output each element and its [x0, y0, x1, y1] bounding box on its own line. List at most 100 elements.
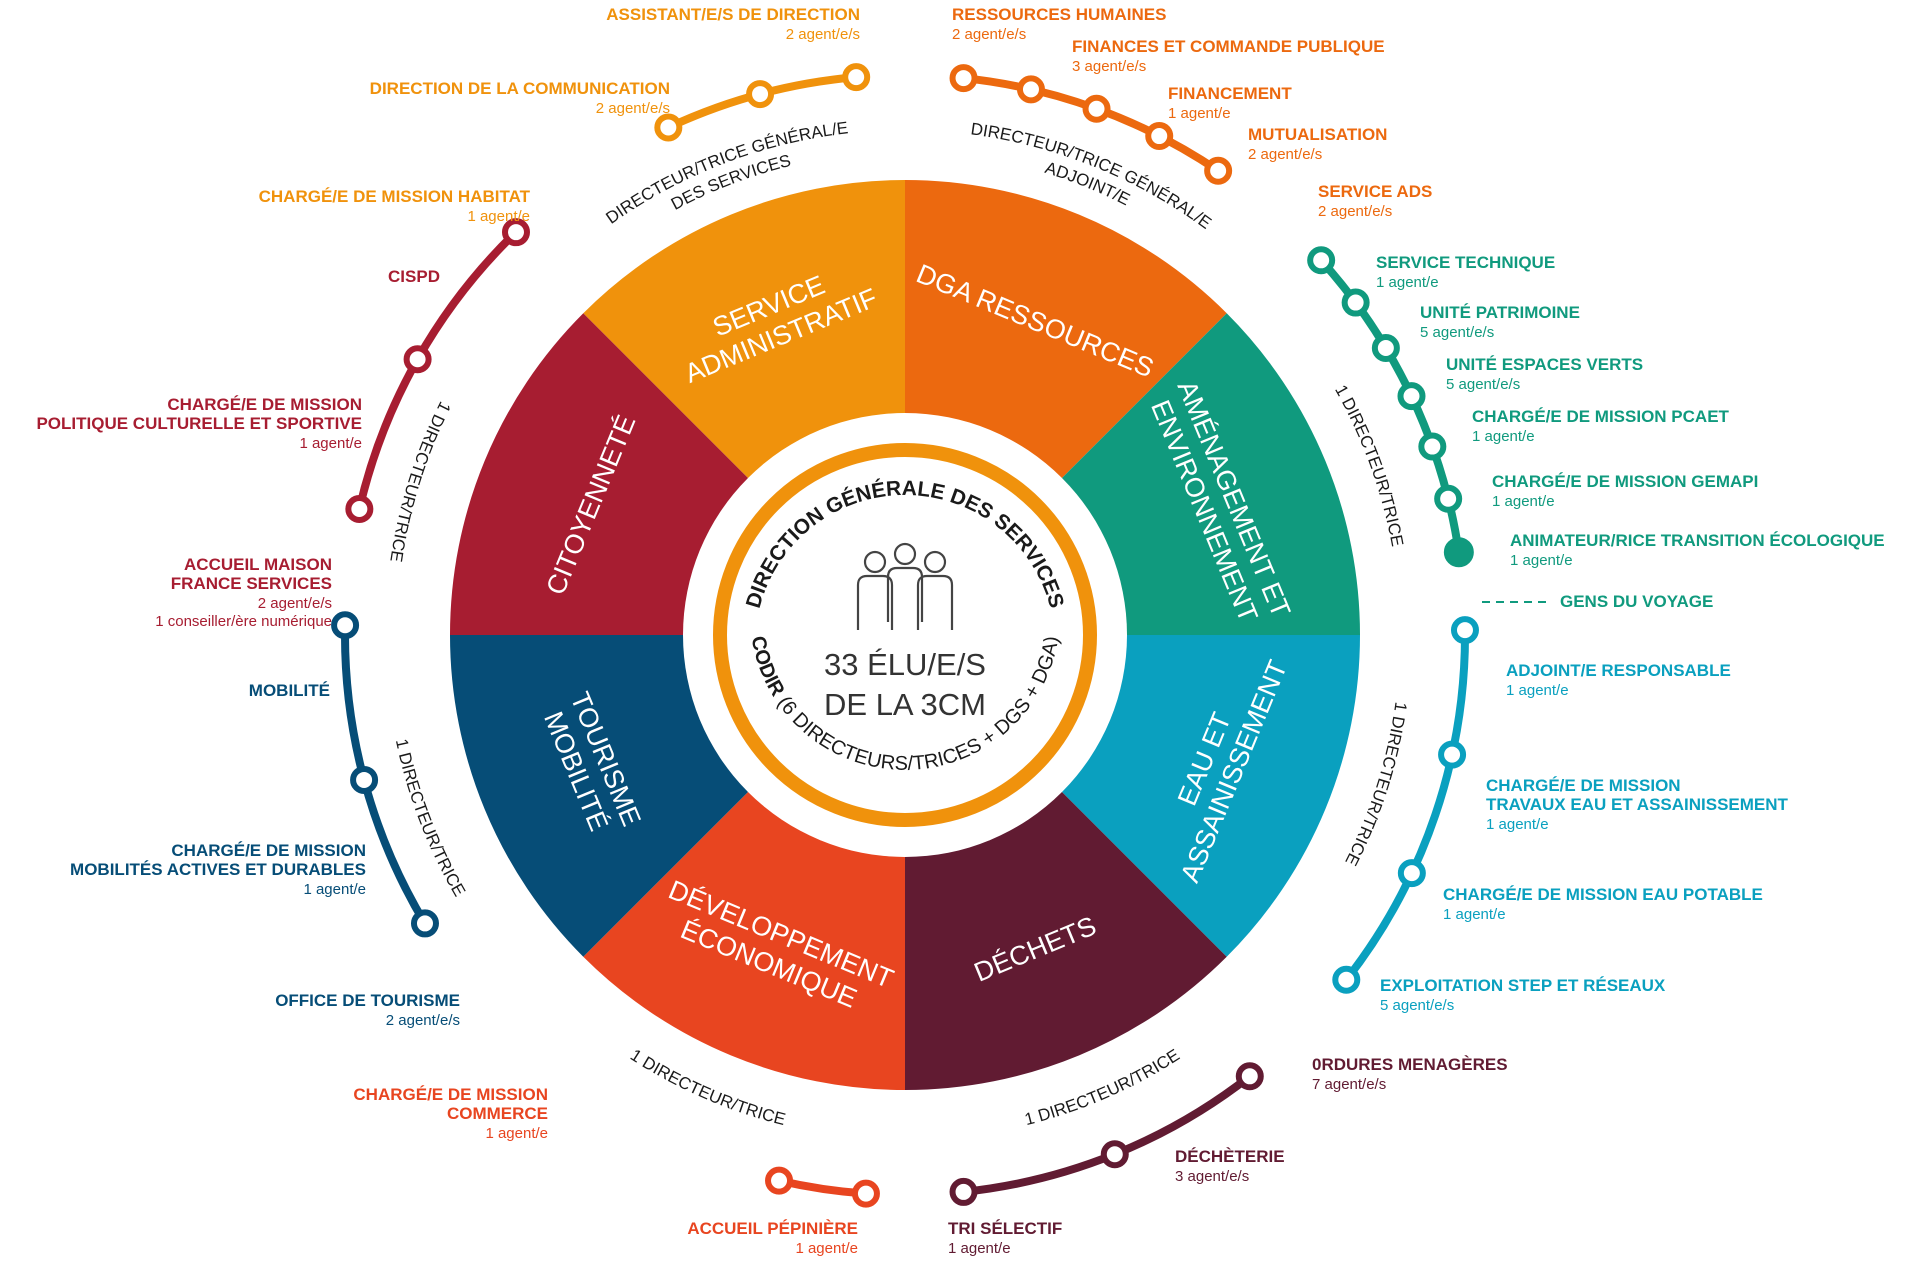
service-name: CHARGÉ/E DE MISSION: [171, 841, 366, 860]
service-name: COMMERCE: [447, 1104, 548, 1123]
node-developpement-1: [851, 1179, 880, 1208]
node-citoyennete-2: [501, 218, 530, 247]
service-item: GENS DU VOYAGE: [1560, 592, 1713, 611]
segment-dga-ressources: [905, 180, 1227, 487]
node-amenagement-2: [1371, 333, 1400, 362]
node-tourisme-0: [410, 909, 439, 938]
service-item: FINANCES ET COMMANDE PUBLIQUE 3 agent/e/s: [1072, 37, 1385, 75]
node-administratif-2: [842, 63, 871, 92]
service-count: 2 agent/e/s: [786, 26, 860, 43]
service-item: MOBILITÉ: [249, 681, 330, 700]
node-administratif-0: [654, 113, 683, 142]
service-count: 1 agent/e: [303, 881, 366, 898]
service-name: CHARGÉ/E DE MISSION: [167, 395, 362, 414]
service-count: 1 agent/e: [1492, 493, 1555, 510]
node-tourisme-2: [331, 611, 360, 640]
service-item: CISPD: [388, 267, 440, 286]
node-amenagement-4: [1418, 432, 1447, 461]
service-name: MOBILITÉ: [249, 681, 330, 700]
service-count: 1 agent/e: [299, 435, 362, 452]
segment-service-administratif: [583, 180, 905, 505]
node-ressources-0: [949, 64, 978, 93]
service-name: ASSISTANT/E/S DE DIRECTION: [606, 5, 860, 24]
service-count: 1 agent/e: [1443, 906, 1506, 923]
node-administratif-1: [746, 80, 775, 109]
node-ressources-3: [1145, 122, 1174, 151]
arc-citoyennete: [345, 218, 530, 524]
service-name: SERVICE ADS: [1318, 182, 1432, 201]
service-name: 0RDURES MENAGÈRES: [1312, 1055, 1508, 1074]
service-item: CHARGÉ/E DE MISSION PCAET 1 agent/e: [1472, 407, 1730, 445]
segment-citoyennete: [450, 313, 757, 635]
service-name: OFFICE DE TOURISME: [275, 991, 460, 1010]
node-amenagement-1: [1341, 288, 1370, 317]
arc-line-eau: [1342, 626, 1469, 984]
service-name: CHARGÉ/E DE MISSION HABITAT: [259, 187, 531, 206]
service-name: UNITÉ PATRIMOINE: [1420, 303, 1580, 322]
service-arcs: [331, 63, 1550, 1208]
arc-eau: [1332, 616, 1479, 994]
service-count: 1 agent/e: [1472, 428, 1535, 445]
service-name: DÉCHÈTERIE: [1175, 1147, 1285, 1166]
service-count: 5 agent/e/s: [1446, 376, 1520, 393]
service-name: ADJOINT/E RESPONSABLE: [1506, 661, 1731, 680]
node-dechets-1: [1100, 1140, 1129, 1169]
node-developpement-0: [765, 1166, 794, 1195]
service-name: ANIMATEUR/RICE TRANSITION ÉCOLOGIQUE: [1510, 531, 1885, 550]
service-count: 1 agent/e: [1168, 105, 1231, 122]
service-count: 3 agent/e/s: [1072, 58, 1146, 75]
node-ressources-1: [1016, 75, 1045, 104]
segment-developpement-economique: [583, 783, 905, 1090]
segment-tourisme-mobilite: [450, 635, 757, 957]
node-ressources-4: [1204, 156, 1233, 185]
service-count: 3 agent/e/s: [1175, 1168, 1249, 1185]
service-count: 2 agent/e/s: [1318, 203, 1392, 220]
service-name: CHARGÉ/E DE MISSION: [1486, 776, 1681, 795]
service-name: GENS DU VOYAGE: [1560, 592, 1713, 611]
node-dechets-0: [1235, 1062, 1264, 1091]
service-name: TRAVAUX EAU ET ASSAINISSEMENT: [1486, 795, 1789, 814]
service-item: SERVICE ADS 2 agent/e/s: [1318, 182, 1432, 220]
arc-administratif: [654, 63, 871, 142]
service-count: 2 agent/e/s: [1248, 146, 1322, 163]
service-name: CISPD: [388, 267, 440, 286]
segment-amenagement-environnement: [1053, 313, 1360, 635]
segment-dechets: [905, 783, 1227, 1090]
node-citoyennete-1: [403, 345, 432, 374]
service-count: 1 agent/e: [795, 1240, 858, 1257]
service-name: FRANCE SERVICES: [171, 574, 332, 593]
director-label-citoyennete: 1 DIRECTEUR/TRICE: [386, 399, 454, 564]
service-item: UNITÉ PATRIMOINE 5 agent/e/s: [1420, 303, 1580, 341]
service-name: ACCUEIL MAISON: [184, 555, 332, 574]
service-count: 1 agent/e: [467, 208, 530, 225]
service-count: 2 agent/e/s: [952, 26, 1026, 43]
arc-amenagement: [1307, 246, 1474, 568]
service-name: DIRECTION DE LA COMMUNICATION: [370, 79, 670, 98]
service-name: CHARGÉ/E DE MISSION PCAET: [1472, 407, 1730, 426]
service-name: CHARGÉ/E DE MISSION GEMAPI: [1492, 472, 1758, 491]
service-name: MOBILITÉS ACTIVES ET DURABLES: [70, 860, 366, 879]
service-count: 1 agent/e: [1506, 682, 1569, 699]
service-count: 1 agent/e: [1486, 816, 1549, 833]
service-name: FINANCES ET COMMANDE PUBLIQUE: [1072, 37, 1385, 56]
central-ring-circle: [713, 443, 1097, 827]
service-count: 5 agent/e/s: [1380, 997, 1454, 1014]
service-count: 5 agent/e/s: [1420, 324, 1494, 341]
